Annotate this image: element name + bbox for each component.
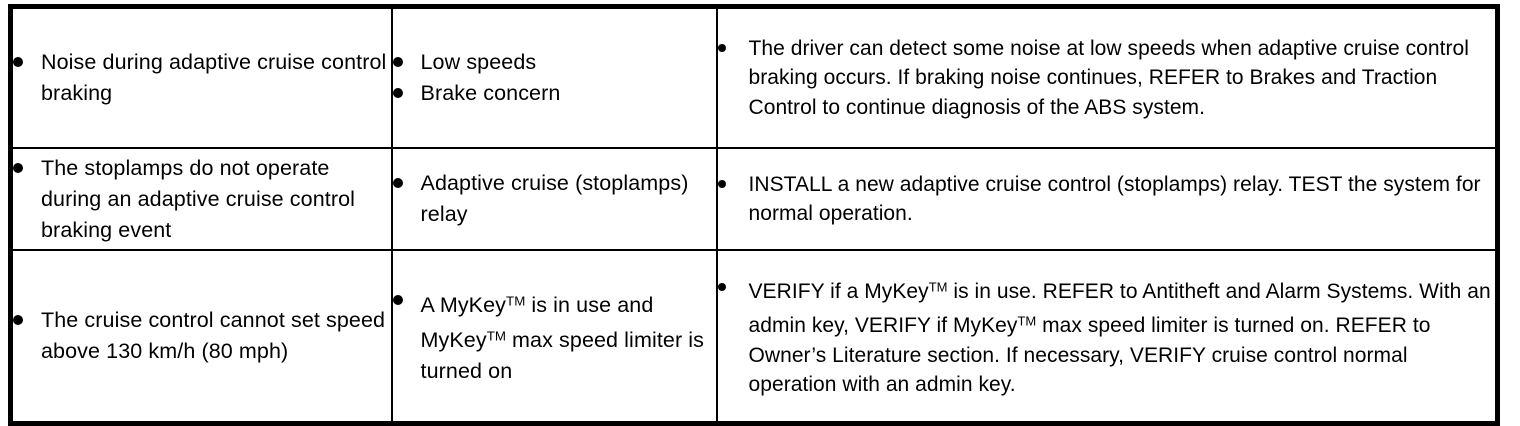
- table-row: The cruise control cannot set speed abov…: [9, 249, 1499, 425]
- bullet-icon: [13, 315, 23, 325]
- cell-source: A MyKeyTM is in use and MyKeyTM max spee…: [390, 249, 718, 425]
- list-item: INSTALL a new adaptive cruise control (s…: [717, 170, 1496, 229]
- bullet-icon: [717, 282, 726, 291]
- list-item-text: INSTALL a new adaptive cruise control (s…: [748, 172, 1481, 226]
- cell-action: The driver can detect some noise at low …: [715, 5, 1499, 149]
- cell-action: INSTALL a new adaptive cruise control (s…: [715, 147, 1499, 251]
- list-item: The cruise control cannot set speed abov…: [13, 305, 391, 367]
- list-item: Adaptive cruise (stoplamps) relay: [392, 168, 716, 230]
- list-item: The stoplamps do not operate during an a…: [13, 153, 391, 246]
- cell-source: Low speeds Brake concern: [390, 5, 718, 149]
- list-item-text: The driver can detect some noise at low …: [748, 36, 1469, 119]
- bullet-icon: [717, 43, 726, 52]
- cell-source: Adaptive cruise (stoplamps) relay: [390, 147, 718, 251]
- bullet-icon: [392, 57, 403, 67]
- bullet-list: The cruise control cannot set speed abov…: [13, 305, 391, 367]
- list-item-text: The stoplamps do not operate during an a…: [41, 155, 356, 242]
- cell-action: VERIFY if a MyKeyTM is in use. REFER to …: [715, 249, 1499, 425]
- list-item: A MyKeyTM is in use and MyKeyTM max spee…: [392, 285, 716, 387]
- cell-condition: Noise during adaptive cruise control bra…: [9, 5, 393, 149]
- list-item-text: A MyKeyTM is in use and MyKeyTM max spee…: [420, 292, 705, 384]
- symptom-chart-table: Noise during adaptive cruise control bra…: [8, 4, 1500, 426]
- bullet-list: The stoplamps do not operate during an a…: [13, 153, 391, 246]
- list-item-text: The cruise control cannot set speed abov…: [41, 308, 386, 363]
- list-item-text: Adaptive cruise (stoplamps) relay: [420, 171, 689, 226]
- table-row: The stoplamps do not operate during an a…: [9, 147, 1499, 251]
- bullet-list: The driver can detect some noise at low …: [717, 34, 1496, 123]
- list-item-text: VERIFY if a MyKeyTM is in use. REFER to …: [748, 279, 1491, 397]
- bullet-list: Adaptive cruise (stoplamps) relay: [392, 168, 716, 230]
- list-item-text: Noise during adaptive cruise control bra…: [41, 50, 387, 105]
- list-item: VERIFY if a MyKeyTM is in use. REFER to …: [717, 273, 1496, 400]
- bullet-list: A MyKeyTM is in use and MyKeyTM max spee…: [392, 285, 716, 387]
- list-item-text: Brake concern: [420, 81, 561, 105]
- bullet-list: INSTALL a new adaptive cruise control (s…: [717, 170, 1496, 229]
- list-item: The driver can detect some noise at low …: [717, 34, 1496, 123]
- list-item: Low speeds: [392, 47, 716, 78]
- cell-condition: The stoplamps do not operate during an a…: [9, 147, 393, 251]
- bullet-icon: [717, 179, 726, 188]
- bullet-icon: [13, 162, 23, 173]
- bullet-icon: [392, 88, 403, 98]
- bullet-icon: [392, 294, 403, 305]
- bullet-list: Noise during adaptive cruise control bra…: [13, 47, 391, 109]
- bullet-list: Low speeds Brake concern: [392, 47, 716, 109]
- list-item: Brake concern: [392, 78, 716, 109]
- bullet-icon: [392, 178, 403, 188]
- bullet-icon: [13, 57, 23, 67]
- list-item-text: Low speeds: [420, 50, 537, 74]
- cell-condition: The cruise control cannot set speed abov…: [9, 249, 393, 425]
- table-row: Noise during adaptive cruise control bra…: [9, 5, 1499, 149]
- bullet-list: VERIFY if a MyKeyTM is in use. REFER to …: [717, 273, 1496, 400]
- list-item: Noise during adaptive cruise control bra…: [13, 47, 391, 109]
